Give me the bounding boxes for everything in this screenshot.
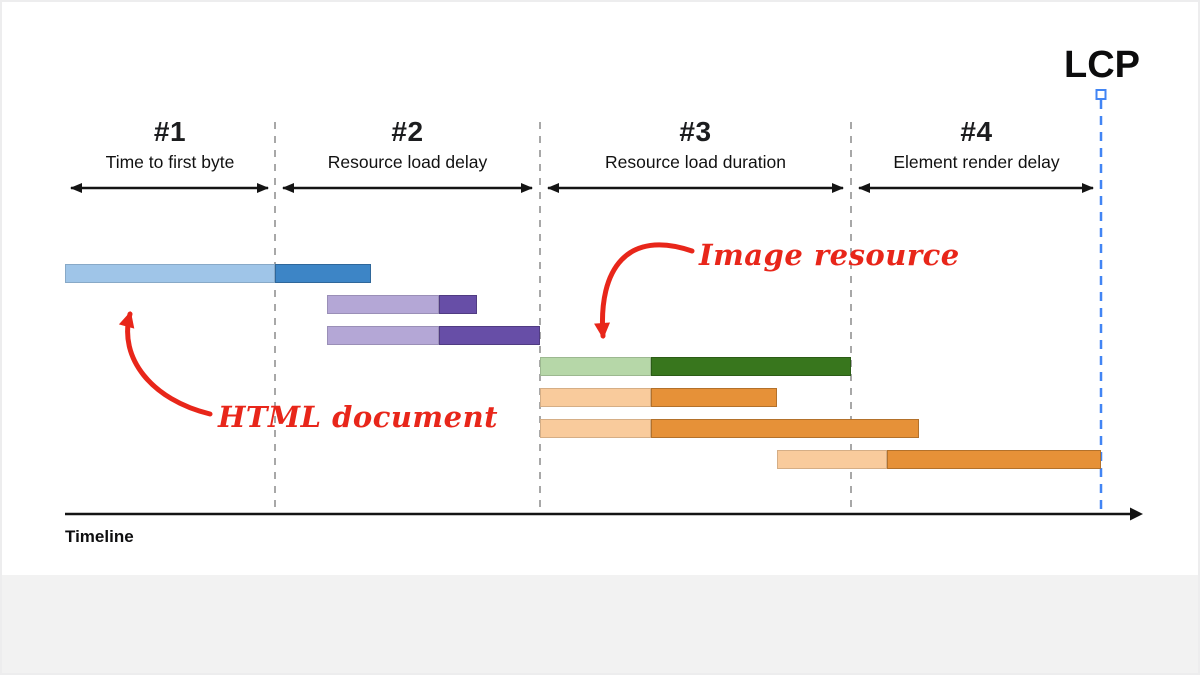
bar-stylesheet-row2-dark bbox=[439, 326, 540, 345]
phase-number: #2 bbox=[391, 116, 424, 147]
bar-stylesheet-row1-light bbox=[327, 295, 439, 314]
phase-section-1: #1 Time to first byte bbox=[65, 116, 275, 173]
legend-band: Document Stylesheet Script Image bbox=[2, 575, 1198, 673]
phase-section-2: #2 Resource load delay bbox=[275, 116, 540, 173]
bar-script-row6-light bbox=[777, 450, 887, 469]
bar-script-row4-light bbox=[540, 388, 651, 407]
phase-label: Resource load duration bbox=[605, 152, 786, 172]
phase-label: Element render delay bbox=[893, 152, 1060, 172]
bar-document-row0-dark bbox=[275, 264, 371, 283]
bar-script-row6-dark bbox=[887, 450, 1101, 469]
phase-section-3: #3 Resource load duration bbox=[540, 116, 851, 173]
image-resource-annotation: Image resource bbox=[699, 238, 960, 272]
phase-number: #4 bbox=[960, 116, 993, 147]
phase-section-4: #4 Element render delay bbox=[851, 116, 1102, 173]
html-document-annotation: HTML document bbox=[218, 400, 499, 434]
bar-script-row5-light bbox=[540, 419, 651, 438]
phase-label: Time to first byte bbox=[105, 152, 235, 172]
lcp-label: LCP bbox=[1064, 44, 1140, 86]
bar-stylesheet-row1-dark bbox=[439, 295, 477, 314]
image-resource-annotation-arrow bbox=[594, 242, 695, 339]
bar-document-row0-light bbox=[65, 264, 275, 283]
bar-stylesheet-row2-light bbox=[327, 326, 439, 345]
bar-script-row5-dark bbox=[651, 419, 919, 438]
html-document-annotation-arrow bbox=[118, 311, 213, 417]
bar-image-row3-dark bbox=[651, 357, 851, 376]
phase-number: #1 bbox=[153, 116, 187, 147]
phase-number: #3 bbox=[679, 116, 712, 147]
bar-script-row4-dark bbox=[651, 388, 777, 407]
timeline-axis-arrowhead bbox=[1130, 507, 1143, 521]
lcp-marker-square bbox=[1095, 89, 1107, 100]
timeline-axis-label: Timeline bbox=[65, 527, 134, 546]
bar-image-row3-light bbox=[540, 357, 651, 376]
phase-label: Resource load delay bbox=[327, 152, 488, 172]
